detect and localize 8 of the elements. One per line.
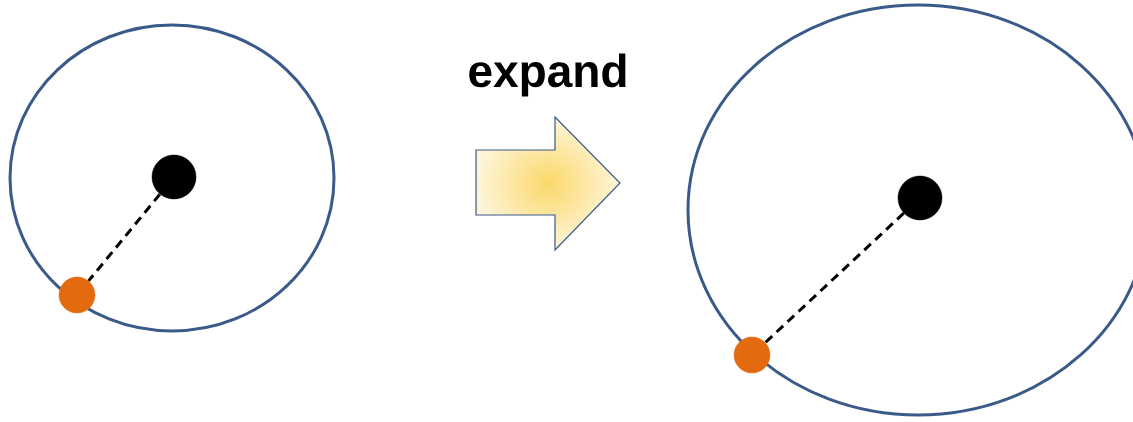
center-dot — [151, 154, 197, 200]
ring — [686, 3, 1133, 417]
caption-text: expand — [469, 53, 626, 97]
center-dot — [897, 175, 943, 221]
dashed-line — [87, 193, 162, 282]
dashed-line — [764, 212, 905, 344]
ring — [8, 23, 336, 333]
edge-point — [733, 336, 771, 374]
